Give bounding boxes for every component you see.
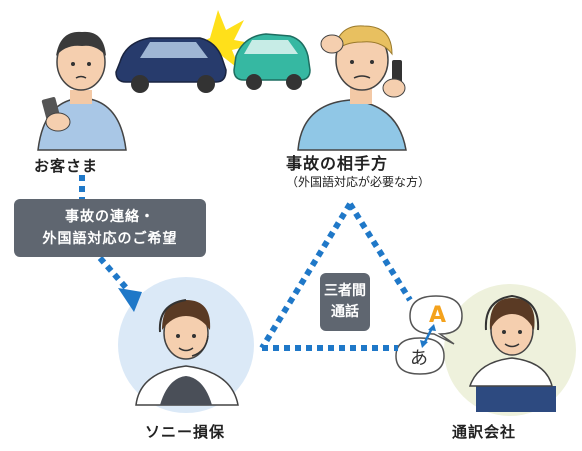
interpreter-label: 通訳会社 — [452, 423, 517, 441]
triangle-right-line — [347, 202, 413, 302]
other-party-note: （外国語対応が必要な方） — [286, 175, 431, 189]
connection-lines — [79, 175, 413, 351]
translation-bubbles — [395, 295, 463, 375]
request-box: 事故の連絡・ 外国語対応のご希望 — [14, 199, 206, 257]
request-line1: 事故の連絡・ — [65, 209, 155, 225]
customer-figure — [37, 31, 127, 151]
arrow-head — [118, 288, 142, 312]
other-party-label: 事故の相手方 — [286, 154, 389, 173]
center-line1: 三者間 — [324, 283, 366, 299]
glyph-ja: あ — [410, 348, 428, 369]
three-way-call-box: 三者間 通話 — [320, 273, 370, 331]
glyph-a: A — [429, 303, 447, 328]
other-party-figure — [297, 25, 407, 151]
customer-label: お客さま — [34, 157, 99, 175]
sony-agent-figure — [118, 277, 254, 413]
car-crash-illustration — [115, 10, 311, 93]
box-to-sony-line — [97, 256, 131, 292]
sony-label: ソニー損保 — [145, 423, 226, 441]
interpreter-figure — [444, 284, 576, 416]
request-line2: 外国語対応のご希望 — [42, 231, 178, 247]
center-line2: 通話 — [331, 304, 359, 320]
